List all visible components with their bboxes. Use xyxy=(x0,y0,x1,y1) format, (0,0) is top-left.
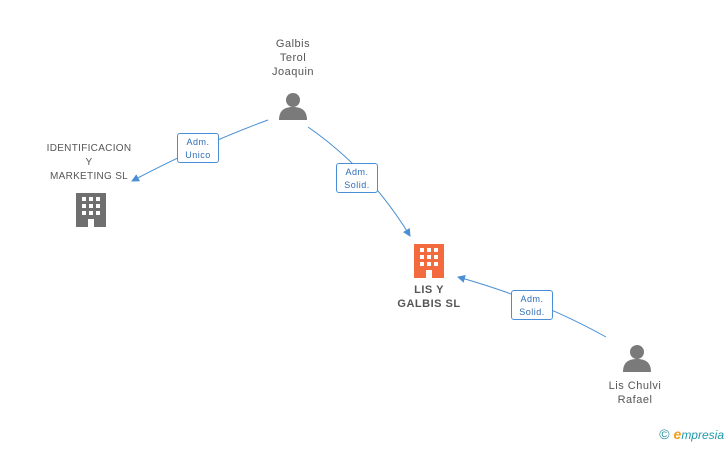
node-label-line: Joaquin xyxy=(271,66,315,78)
node-label-line: GALBIS SL xyxy=(397,298,461,310)
node-label-lis-chulvi-rafael[interactable]: Lis Chulvi Rafael xyxy=(585,379,685,407)
edge-badge-line: Solid. xyxy=(519,307,545,317)
node-label-galbis-terol-joaquin[interactable]: Galbis Terol Joaquin xyxy=(243,37,343,79)
node-label-lis-y-galbis-sl[interactable]: LIS Y GALBIS SL xyxy=(379,283,479,311)
edge-badge-line: Adm. xyxy=(520,294,544,304)
node-label-line: LIS Y xyxy=(414,284,444,296)
person-icon xyxy=(623,345,651,372)
node-label-line: MARKETING SL xyxy=(49,171,129,182)
brand-name: mpresia xyxy=(681,428,724,442)
edge-badge-line: Solid. xyxy=(344,180,370,190)
edge-badge-adm-unico[interactable]: Adm. Unico xyxy=(177,133,219,163)
building-icon xyxy=(76,193,106,227)
node-label-line: Rafael xyxy=(617,394,653,406)
edge-badge-line: Adm. xyxy=(186,137,210,147)
empresia-logo: ©empresia xyxy=(659,426,724,442)
node-label-line: Terol xyxy=(279,52,307,64)
edge-badge-line: Unico xyxy=(185,150,211,160)
edge-badge-line: Adm. xyxy=(345,167,369,177)
node-label-line: IDENTIFICACION xyxy=(46,143,132,154)
node-label-line: Y xyxy=(85,157,93,168)
building-icon-focus xyxy=(414,244,444,278)
copyright-symbol: © xyxy=(659,426,670,442)
person-icon xyxy=(279,93,307,120)
node-label-line: Lis Chulvi xyxy=(608,380,662,392)
node-label-line: Galbis xyxy=(275,38,311,50)
edge-badge-adm-solid[interactable]: Adm. Solid. xyxy=(511,290,553,320)
node-label-identificacion-y-marketing[interactable]: IDENTIFICACION Y MARKETING SL xyxy=(36,142,142,184)
brand-initial: e xyxy=(673,426,682,442)
edge-badge-adm-solid[interactable]: Adm. Solid. xyxy=(336,163,378,193)
